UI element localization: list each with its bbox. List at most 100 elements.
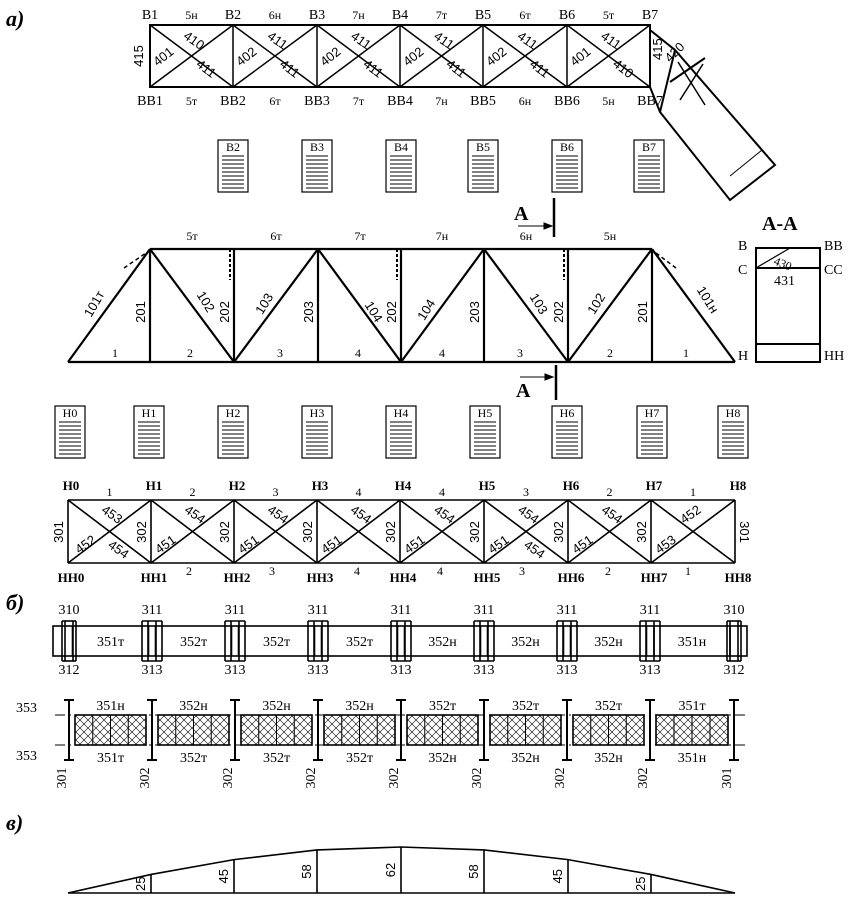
top-lower-mark: 6н xyxy=(519,94,532,108)
strip-bottom-label: 313 xyxy=(308,663,329,678)
tag-bottom: Н4 xyxy=(385,405,417,459)
tag-top: В7 xyxy=(633,139,665,193)
bracing-top-label: 352т xyxy=(429,699,456,714)
strip-panel-label: 352т xyxy=(180,635,207,650)
bt-vertical-label: 302 xyxy=(134,521,149,543)
tag-label: В4 xyxy=(394,140,408,154)
bracing-side-label: 353 xyxy=(16,701,37,716)
end-diagonal xyxy=(651,248,736,363)
main-truss xyxy=(67,247,736,364)
tag-label: В2 xyxy=(226,140,240,154)
bt-diagonal xyxy=(483,499,569,564)
top-lower-mark: 7н xyxy=(435,94,448,108)
tag-top: В2 xyxy=(217,139,249,193)
strip-top-label: 311 xyxy=(557,603,577,618)
bracing-bottom-label: 352н xyxy=(428,751,457,766)
bt-vertical-label: 302 xyxy=(634,521,649,543)
main-bottom-mark: 3 xyxy=(277,346,283,360)
bt-diag-label: 451 xyxy=(235,532,261,557)
strip-panel-label: 351т xyxy=(97,635,124,650)
bracing-bottom-label: 352т xyxy=(180,751,207,766)
tag-label: Н1 xyxy=(142,406,157,420)
top-upper-mark: 5н xyxy=(185,8,198,22)
tag-box xyxy=(717,405,749,459)
bt-top-node: Н2 xyxy=(229,478,246,493)
main-bottom-mark: 3 xyxy=(517,346,523,360)
end-diagonal xyxy=(67,248,151,363)
strip-bottom-label: 313 xyxy=(557,663,578,678)
strip-bottom-label: 313 xyxy=(474,663,495,678)
top-bottom-node-label: ВВ1 xyxy=(137,94,163,109)
main-top-mark: 5н xyxy=(604,229,617,243)
diagonal xyxy=(567,248,653,363)
tag-top: В6 xyxy=(551,139,583,193)
bt-top-node: Н6 xyxy=(563,478,580,493)
bt-bottom-node: НН1 xyxy=(141,570,168,585)
bt-top-mark: 3 xyxy=(523,485,529,499)
bracing-col-label: 302 xyxy=(553,768,568,789)
diagonal xyxy=(400,248,485,363)
bt-diagonal xyxy=(150,499,235,564)
bt-diagonal xyxy=(67,499,152,564)
tag-label: В5 xyxy=(476,140,490,154)
tag-label: В3 xyxy=(310,140,324,154)
tag-box xyxy=(301,139,333,193)
bt-top-mark: 1 xyxy=(690,485,696,499)
bracing-side-label: 353 xyxy=(16,749,37,764)
bracing-col-label: 301 xyxy=(55,768,70,789)
bt-top-node: Н3 xyxy=(312,478,329,493)
top-diag-label: 411 xyxy=(348,28,374,52)
tag-top: В4 xyxy=(385,139,417,193)
top-diag-label: 402 xyxy=(400,44,426,69)
strip-top-label: 310 xyxy=(724,603,745,618)
bt-bottom-node: НН5 xyxy=(474,570,501,585)
bt-top-mark: 1 xyxy=(107,485,113,499)
main-bottom-mark: 1 xyxy=(683,346,689,360)
bt-vertical-label: 301 xyxy=(51,521,66,543)
main-vertical-label: 203 xyxy=(301,301,316,323)
tag-bottom: Н7 xyxy=(636,405,668,459)
tag-bottom: Н2 xyxy=(217,405,249,459)
bracing-bottom-label: 352т xyxy=(263,751,290,766)
bracing-bottom-label: 351н xyxy=(678,751,707,766)
bracing-top-label: 352н xyxy=(179,699,208,714)
top-upper-mark: 7т xyxy=(436,8,448,22)
bt-bottom-mark: 1 xyxy=(685,564,691,578)
bracing-top-label: 352т xyxy=(512,699,539,714)
aa-label-431: 431 xyxy=(774,274,795,289)
tag-label: Н3 xyxy=(310,406,325,420)
bracing-top-label: 351н xyxy=(96,699,125,714)
top-upper-mark: 7н xyxy=(352,8,365,22)
bracing-col-label: 301 xyxy=(720,768,735,789)
top-bottom-node-label: ВВ6 xyxy=(554,94,580,109)
tag-box xyxy=(217,405,249,459)
arch-value: 58 xyxy=(466,864,481,878)
bracing-top-label: 352т xyxy=(595,699,622,714)
tag-label: Н5 xyxy=(478,406,493,420)
section-aa-frame xyxy=(755,247,821,363)
bt-bottom-mark: 2 xyxy=(186,564,192,578)
strip-bottom-label: 312 xyxy=(724,663,745,678)
dashed-mark xyxy=(655,252,677,269)
tag-box xyxy=(133,405,165,459)
top-upper-mark: 5т xyxy=(603,8,615,22)
strip-panel-label: 352т xyxy=(263,635,290,650)
tag-bottom: Н6 xyxy=(551,405,583,459)
arch-value: 25 xyxy=(133,876,148,890)
bt-vertical-label: 302 xyxy=(300,521,315,543)
strip-bottom-label: 313 xyxy=(142,663,163,678)
dashed-mark xyxy=(123,252,147,269)
strip-top-label: 311 xyxy=(474,603,494,618)
bt-diag-label: 451 xyxy=(485,532,511,557)
top-bottom-node-label: ВВ5 xyxy=(470,94,496,109)
tag-box xyxy=(385,139,417,193)
top-truss-labels: В1ВВ1В2ВВ2В3ВВ3В4ВВ4В5ВВ5В6ВВ6В7ВВ75н5т4… xyxy=(131,8,663,109)
bt-top-node: Н8 xyxy=(730,478,747,493)
top-truss-diagonal xyxy=(566,24,651,88)
section-label-v: в) xyxy=(6,810,23,835)
main-top-mark: 7н xyxy=(436,229,449,243)
section-mark-upper xyxy=(518,198,556,237)
main-top-mark: 6т xyxy=(270,229,282,243)
